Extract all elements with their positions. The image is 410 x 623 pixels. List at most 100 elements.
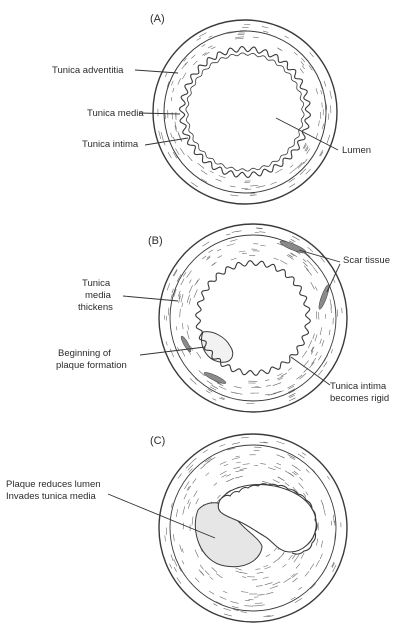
- wall-texture-stroke: [202, 44, 206, 46]
- wall-texture-stroke: [186, 577, 191, 583]
- wall-texture-stroke: [274, 258, 279, 260]
- panel-c-label: (C): [150, 435, 165, 447]
- wall-texture-stroke: [316, 88, 318, 94]
- wall-texture-stroke: [230, 398, 238, 400]
- wall-texture-stroke: [224, 464, 228, 466]
- wall-texture-stroke: [304, 266, 309, 271]
- wall-texture-stroke: [193, 479, 197, 484]
- wall-texture-stroke: [171, 555, 173, 561]
- wall-texture-stroke: [311, 282, 315, 289]
- wall-texture-stroke: [220, 444, 226, 446]
- label-tunica-intima-rigid-1: Tunica intima: [330, 381, 387, 392]
- wall-texture-stroke: [178, 474, 181, 479]
- panel-a-intima-inner-line: [186, 53, 304, 171]
- wall-texture-stroke: [191, 182, 198, 187]
- wall-texture-stroke: [260, 245, 265, 246]
- wall-texture-stroke: [265, 394, 269, 395]
- wall-texture-stroke: [230, 195, 238, 196]
- wall-texture-stroke: [323, 567, 327, 574]
- wall-texture-stroke: [259, 232, 265, 233]
- wall-texture-stroke: [180, 309, 181, 317]
- wall-texture-stroke: [324, 362, 328, 368]
- wall-texture-stroke: [290, 457, 295, 460]
- wall-texture-stroke: [180, 148, 184, 155]
- wall-texture-stroke: [266, 554, 270, 556]
- wall-texture-stroke: [188, 325, 189, 330]
- wall-texture-stroke: [235, 37, 244, 38]
- wall-texture-stroke: [193, 61, 197, 65]
- wall-texture-stroke: [327, 476, 329, 480]
- wall-texture-stroke: [266, 592, 274, 594]
- wall-texture-stroke: [182, 73, 186, 80]
- wall-texture-stroke: [329, 330, 330, 335]
- wall-texture-stroke: [306, 169, 311, 174]
- wall-texture-stroke: [291, 574, 295, 577]
- wall-texture-stroke: [274, 466, 281, 469]
- scar-tissue-mark: [203, 371, 227, 386]
- wall-texture-stroke: [226, 478, 234, 482]
- scar-tissue-mark: [279, 239, 307, 255]
- wall-texture-stroke: [315, 286, 317, 290]
- wall-texture-stroke: [232, 443, 240, 445]
- wall-texture-stroke: [218, 256, 222, 258]
- wall-texture-stroke: [307, 260, 313, 266]
- wall-texture-stroke: [273, 391, 281, 394]
- wall-texture-stroke: [197, 38, 201, 41]
- wall-texture-stroke: [168, 152, 171, 158]
- wall-texture-stroke: [299, 483, 304, 489]
- wall-texture-stroke: [198, 163, 205, 168]
- wall-texture-stroke: [187, 331, 189, 340]
- leader-lumen: [276, 118, 338, 150]
- wall-texture-stroke: [265, 567, 272, 569]
- wall-texture-stroke: [310, 52, 314, 57]
- wall-texture-stroke: [313, 334, 315, 340]
- wall-texture-stroke: [256, 187, 260, 188]
- wall-texture-stroke: [311, 65, 314, 70]
- wall-texture-stroke: [174, 567, 177, 572]
- wall-texture-stroke: [323, 124, 324, 129]
- wall-texture-stroke: [289, 178, 295, 182]
- wall-texture-stroke: [170, 349, 174, 357]
- wall-texture-stroke: [210, 171, 214, 173]
- wall-texture-stroke: [168, 308, 169, 316]
- wall-texture-stroke: [178, 78, 181, 84]
- wall-texture-stroke: [232, 606, 239, 608]
- wall-texture-stroke: [251, 195, 257, 196]
- label-beginning-of-plaque-2: plaque formation: [56, 360, 127, 371]
- wall-texture-stroke: [298, 587, 302, 590]
- wall-texture-stroke: [208, 46, 212, 48]
- wall-texture-stroke: [296, 564, 300, 569]
- wall-texture-stroke: [333, 515, 334, 523]
- wall-texture-stroke: [194, 289, 198, 297]
- wall-texture-stroke: [176, 509, 178, 517]
- wall-texture-stroke: [189, 298, 191, 304]
- wall-texture-stroke: [321, 500, 323, 505]
- wall-texture-stroke: [292, 236, 299, 240]
- wall-texture-stroke: [288, 368, 292, 371]
- wall-texture-stroke: [187, 299, 188, 303]
- wall-texture-stroke: [223, 591, 227, 593]
- wall-texture-stroke: [214, 483, 217, 486]
- label-plaque-reduces-lumen-1: Plaque reduces lumen: [6, 479, 101, 490]
- panel-c: (C) Plaque reduces lumen Invades tunica …: [6, 434, 347, 622]
- wall-texture-stroke: [188, 295, 190, 300]
- wall-texture-stroke: [302, 453, 306, 456]
- wall-texture-stroke: [290, 165, 293, 168]
- wall-texture-stroke: [316, 560, 320, 567]
- wall-texture-stroke: [271, 182, 277, 185]
- wall-texture-stroke: [270, 586, 278, 589]
- panel-a-intima-wavy-line: [180, 47, 311, 178]
- wall-texture-stroke: [294, 52, 297, 55]
- wall-texture-stroke: [250, 194, 255, 195]
- wall-texture-stroke: [265, 583, 273, 585]
- wall-texture-stroke: [292, 578, 297, 582]
- wall-texture-stroke: [256, 586, 263, 587]
- wall-texture-stroke: [255, 603, 263, 604]
- wall-texture-stroke: [188, 502, 190, 509]
- wall-texture-stroke: [324, 81, 326, 87]
- wall-texture-stroke: [224, 608, 232, 610]
- wall-texture-stroke: [273, 383, 281, 386]
- wall-texture-stroke: [195, 578, 199, 583]
- wall-texture-stroke: [313, 267, 318, 274]
